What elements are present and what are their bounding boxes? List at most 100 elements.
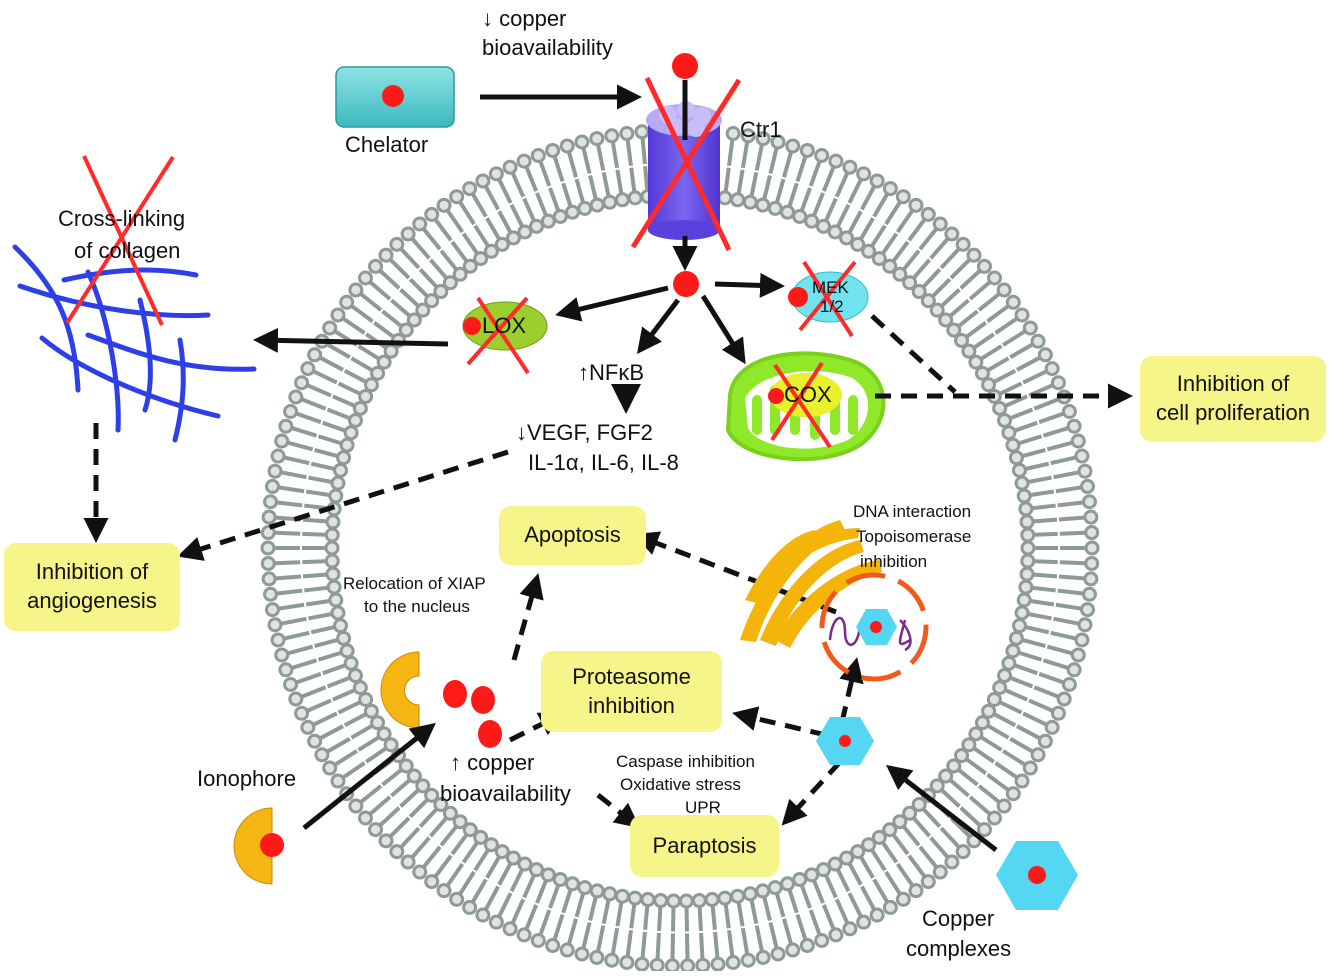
lipid-head xyxy=(1080,478,1096,494)
lipid-head xyxy=(814,148,830,164)
lipid-head xyxy=(552,872,568,888)
lipid-head xyxy=(322,760,338,776)
lipid-head xyxy=(966,247,982,263)
lipid-head xyxy=(742,194,758,210)
lipid-head xyxy=(530,932,546,948)
lipid-head xyxy=(1001,655,1017,671)
topoisomerase-inhibition-label: inhibition xyxy=(860,552,928,571)
lipid-head xyxy=(1037,347,1053,363)
lipid-head xyxy=(1022,320,1038,336)
lipid-head xyxy=(839,230,855,246)
lipid-head xyxy=(1037,733,1053,749)
lipid-head xyxy=(333,618,349,634)
lipid-head xyxy=(462,181,478,197)
lipid-head xyxy=(516,153,532,169)
lipid-head xyxy=(614,888,630,904)
ionophore-icon xyxy=(380,651,420,729)
lipid-head xyxy=(827,856,843,872)
lipid-head xyxy=(987,270,1003,286)
topoisomerase-label: Topoisomerase xyxy=(856,527,972,546)
lipid-head xyxy=(871,251,887,267)
lipid-head xyxy=(954,332,970,348)
lipid-head xyxy=(442,275,458,291)
lipid-head xyxy=(1020,527,1036,543)
lipid-head xyxy=(540,213,556,229)
lipid-head xyxy=(1030,747,1046,763)
lipid-head xyxy=(261,571,277,587)
crosslinking-label-line2: of collagen xyxy=(74,238,181,263)
lipid-head xyxy=(1005,437,1021,453)
lipid-head xyxy=(1018,501,1034,517)
lipid-head xyxy=(324,527,340,543)
lipid-head xyxy=(263,494,279,510)
lipid-head xyxy=(986,692,1002,708)
lipid-head xyxy=(780,204,796,220)
lipid-head xyxy=(433,284,449,300)
lipid-head xyxy=(488,914,504,930)
bioavailability-label-top: bioavailability xyxy=(482,35,613,60)
lipid-head xyxy=(330,773,346,789)
lipid-head xyxy=(502,921,518,937)
lipid-head xyxy=(1070,647,1086,663)
lipid-head xyxy=(288,691,304,707)
lipid-head xyxy=(436,883,452,899)
lipid-head xyxy=(1005,643,1021,659)
lipid-head xyxy=(882,258,898,274)
lipid-head xyxy=(740,128,756,144)
lipid-head xyxy=(339,643,355,659)
lipid-head xyxy=(270,632,286,648)
lipid-head xyxy=(929,302,945,318)
lipid-head xyxy=(602,194,618,210)
lipid-head xyxy=(462,258,478,274)
lipid-head xyxy=(352,400,368,416)
lipid-head xyxy=(363,703,379,719)
lipid-head xyxy=(1050,705,1066,721)
lipid-head xyxy=(649,957,665,973)
lipid-head xyxy=(412,216,428,232)
lipid-head xyxy=(370,715,386,731)
lipid-head xyxy=(376,354,392,370)
nfkb-label: ↑NFκB xyxy=(578,360,644,385)
vegf-label: ↓VEGF, FGF2 xyxy=(516,420,653,445)
lipid-head xyxy=(433,796,449,812)
lipid-head xyxy=(1014,307,1030,323)
nucleus-icon xyxy=(819,572,929,682)
lipid-head xyxy=(666,893,682,909)
lipid-head xyxy=(529,862,544,878)
lipid-head xyxy=(742,886,758,902)
lipid-head xyxy=(260,525,276,541)
mek-enzyme-icon xyxy=(788,271,869,323)
lipid-head xyxy=(1056,691,1072,707)
outcome-inhibition-of-angiogenesis: Inhibition of angiogenesis xyxy=(4,543,180,631)
lipid-head xyxy=(961,737,977,753)
lipid-head xyxy=(1018,579,1034,595)
lipid-head xyxy=(314,747,330,763)
copper-ion-icon xyxy=(673,271,699,297)
lipid-head xyxy=(370,365,386,381)
lipid-head xyxy=(330,475,346,491)
lipid-head xyxy=(892,266,908,282)
lipid-head xyxy=(339,437,355,453)
lipid-head xyxy=(1074,448,1090,464)
lipid-head xyxy=(799,142,815,158)
lipid-head xyxy=(400,226,416,242)
lipid-head xyxy=(589,197,605,213)
lipid-head xyxy=(589,949,605,965)
lipid-head xyxy=(704,892,720,908)
lipid-head xyxy=(336,450,352,466)
xiap-label-line2: to the nucleus xyxy=(364,597,470,616)
cox-label: COX xyxy=(784,382,832,407)
lipid-head xyxy=(1011,462,1027,478)
lipid-head xyxy=(274,433,290,449)
lipid-head xyxy=(406,312,422,328)
lipid-head xyxy=(462,822,478,838)
lipid-head xyxy=(816,862,831,878)
lipid-head xyxy=(828,927,844,943)
lipid-head xyxy=(505,230,521,246)
lipid-head xyxy=(895,891,911,907)
lipid-head xyxy=(828,153,844,169)
lox-enzyme-icon xyxy=(462,301,548,351)
lipid-head xyxy=(627,190,643,206)
lipid-head xyxy=(755,949,771,965)
